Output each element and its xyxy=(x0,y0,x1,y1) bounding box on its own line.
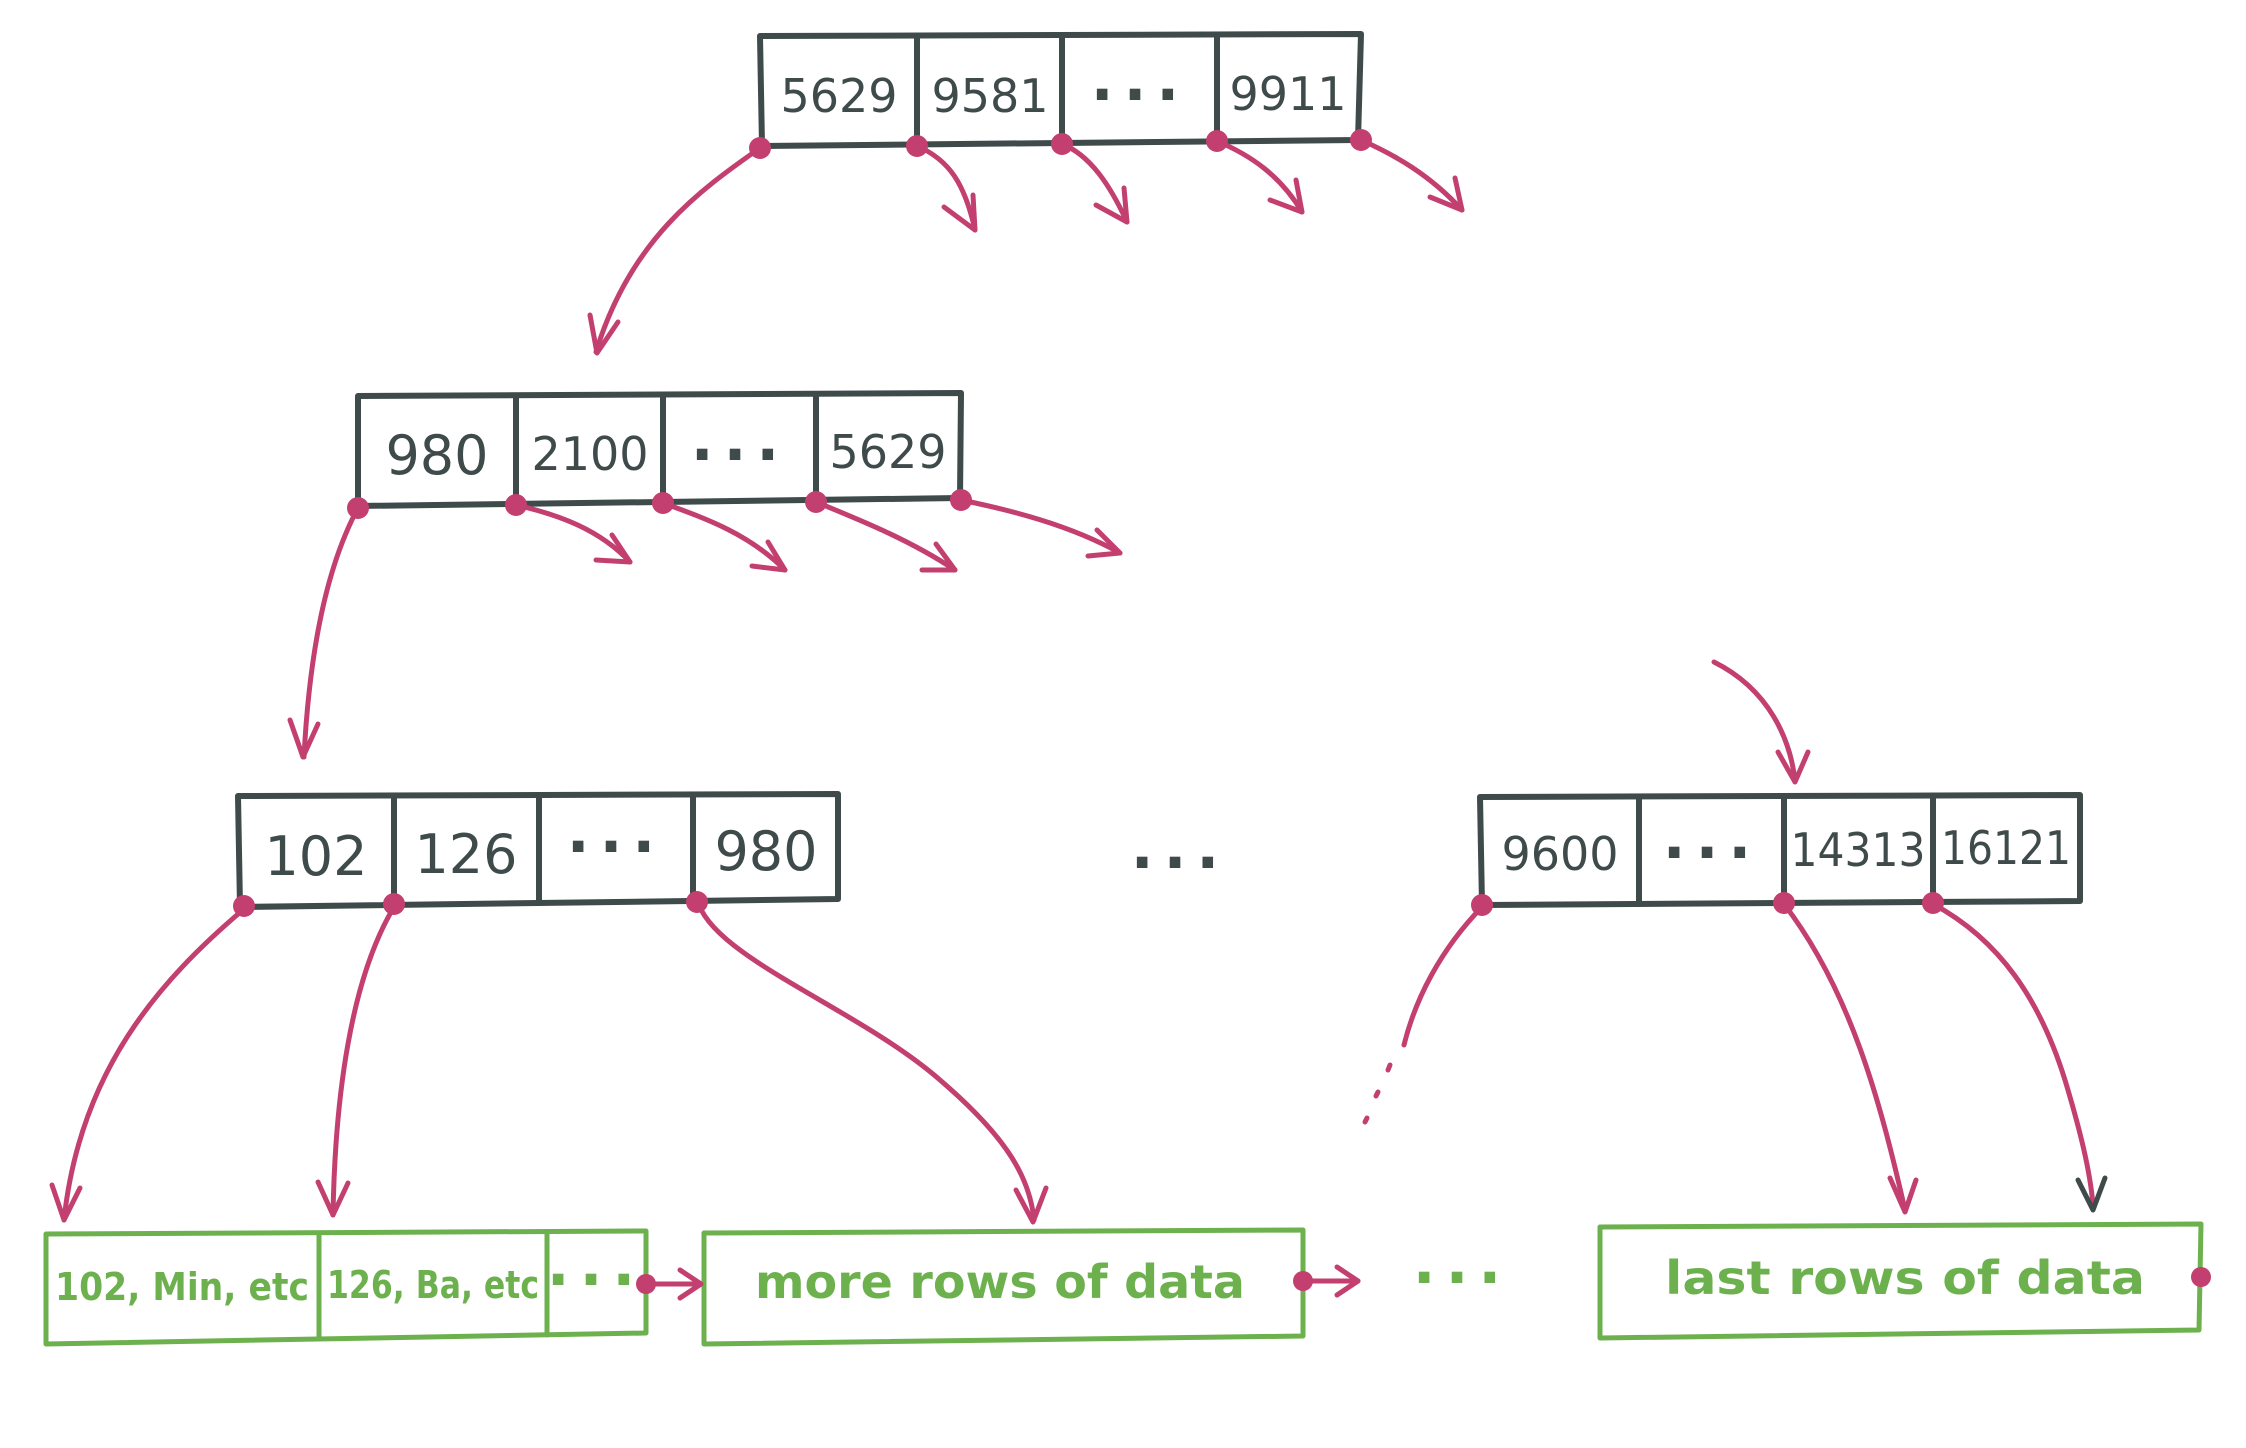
l3l-pointer-1 xyxy=(330,904,397,1218)
root-key-3: 9911 xyxy=(1229,67,1346,121)
leaf-first-cell-0: 102, Min, etc xyxy=(55,1265,309,1309)
dot xyxy=(686,891,708,913)
leaf-node-first xyxy=(43,1228,649,1347)
l3r-key-3: 16121 xyxy=(1941,821,2071,875)
l2-key-3: 5629 xyxy=(829,425,946,479)
dot xyxy=(233,895,255,917)
dot xyxy=(2191,1267,2211,1287)
l3l-key-3: 980 xyxy=(714,820,817,883)
l2-key-2: ... xyxy=(691,405,789,475)
l3r-pointer-0 xyxy=(1401,904,1485,1048)
l3r-key-2: 14313 xyxy=(1791,823,1926,877)
dot xyxy=(950,489,972,511)
middle-ellipsis: ... xyxy=(1131,813,1229,883)
leaf-between-ellipsis: ... xyxy=(1413,1228,1511,1298)
l3l-pointer-1-head xyxy=(315,1179,351,1218)
l2-pointer-4-head xyxy=(1085,527,1123,559)
leaf-first-cell-1: 126, Ba, etc xyxy=(327,1263,539,1307)
l2-pointer-4 xyxy=(958,497,1123,556)
root-key-2: ... xyxy=(1091,45,1189,115)
l3r-key-0: 9600 xyxy=(1501,827,1618,881)
l3l-pointer-2-head xyxy=(1013,1185,1049,1225)
l2-pointer-3-head xyxy=(919,541,958,573)
l3r-key-1: ... xyxy=(1663,803,1761,873)
l2-pointer-1-head xyxy=(593,532,633,565)
root-pointer-0 xyxy=(593,145,763,355)
dot xyxy=(906,135,928,157)
dot xyxy=(636,1274,656,1294)
l3l-key-2: ... xyxy=(567,797,665,867)
root-pointer-2 xyxy=(1059,141,1130,225)
l2-pointer-2 xyxy=(660,500,788,573)
dot xyxy=(383,893,405,915)
l3r-pointer-1 xyxy=(1781,901,1908,1213)
root-key-0: 5629 xyxy=(780,69,897,123)
dot xyxy=(749,137,771,159)
root-pointer-4 xyxy=(1358,137,1465,213)
leaf-last-label: last rows of data xyxy=(1665,1251,2145,1305)
root-pointer-1 xyxy=(914,143,978,233)
dot xyxy=(505,494,527,516)
l2-pointer-1 xyxy=(513,502,633,565)
l2-pointer-3 xyxy=(813,499,958,573)
l3l-key-0: 102 xyxy=(264,825,367,888)
leaf-second-label: more rows of data xyxy=(755,1255,1245,1309)
l3l-key-1: 126 xyxy=(414,823,517,886)
l3r-pointer-0-dots xyxy=(1362,1062,1393,1125)
l3r-pointer-2-head xyxy=(2075,1175,2108,1213)
l3l-pointer-2 xyxy=(696,902,1037,1223)
leaf-first-cell-2: ... xyxy=(547,1230,645,1300)
root-pointer-4-head xyxy=(1427,175,1465,213)
root-pointer-1-head xyxy=(941,192,978,233)
level3-left-node xyxy=(235,791,841,910)
root-pointer-3-head xyxy=(1267,177,1305,215)
root-pointer-0-head xyxy=(587,312,621,356)
root-pointer-2-head xyxy=(1093,185,1130,225)
dot xyxy=(1471,894,1493,916)
dot xyxy=(347,497,369,519)
l3l-pointer-0-head xyxy=(49,1182,83,1223)
leaf-link-1-head xyxy=(677,1267,704,1301)
dot xyxy=(1293,1271,1313,1291)
l2-key-0: 980 xyxy=(385,424,488,487)
l3r-pointer-2 xyxy=(1930,901,2096,1208)
l3r-pointer-1-head xyxy=(1887,1175,1919,1215)
right-node-incoming-head xyxy=(1775,749,1811,785)
l2-key-1: 2100 xyxy=(531,427,648,481)
root-key-1: 9581 xyxy=(931,69,1048,123)
dot xyxy=(1773,892,1795,914)
level3-right-node xyxy=(1477,792,2083,908)
dot xyxy=(1922,892,1944,914)
dot xyxy=(1206,130,1228,152)
dot xyxy=(652,492,674,514)
dot xyxy=(1051,133,1073,155)
leaf-node-second xyxy=(701,1227,1306,1347)
dot xyxy=(805,491,827,513)
l2-pointer-0 xyxy=(301,505,361,760)
dot xyxy=(1350,129,1372,151)
leaf-node-last xyxy=(1597,1221,2204,1341)
leaf-link-2-head xyxy=(1334,1264,1361,1298)
l2-pointer-2-head xyxy=(749,539,788,573)
right-node-incoming xyxy=(1711,659,1798,783)
l2-pointer-0-head xyxy=(287,717,321,760)
root-pointer-3 xyxy=(1214,138,1305,215)
l3l-pointer-0 xyxy=(61,906,247,1223)
